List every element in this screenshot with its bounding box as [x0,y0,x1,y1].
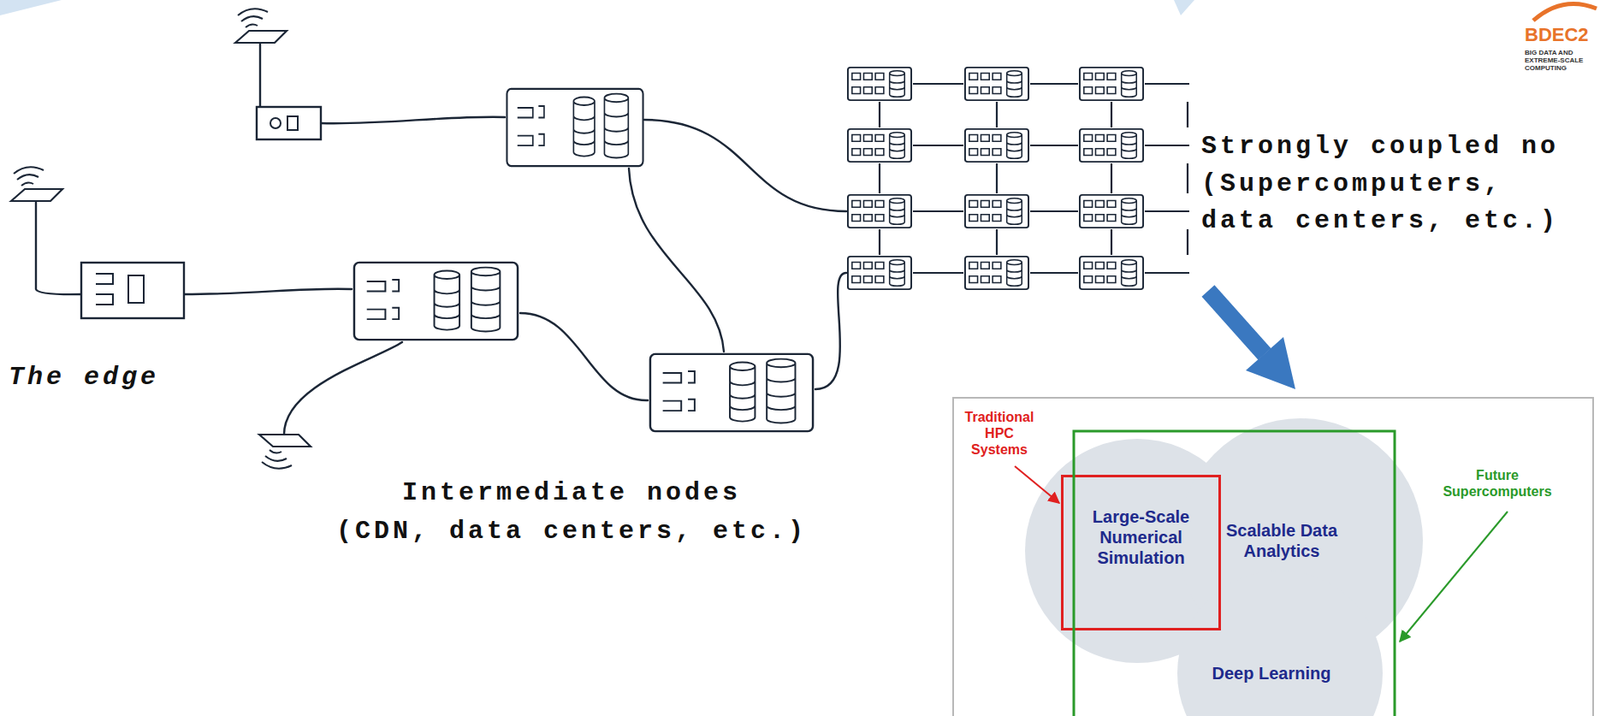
intermediate-node [506,88,643,166]
edge-icon [270,118,281,129]
callout-label: Traditional HPC Systems [956,408,1043,459]
compute-node [965,256,1029,290]
interconnect-link [1144,210,1190,213]
category-box: Large-Scale Numerical Simulation [1060,474,1221,631]
interconnect-link [912,144,964,147]
edge-box [256,106,321,140]
interconnect-link [1030,272,1079,274]
wire [284,342,403,435]
intermediate-node [650,354,813,432]
tier-label: The edge [8,359,197,398]
edge-device [11,166,63,202]
tier-label: (CDN, data centers, etc.) [314,513,829,552]
slide-corner [1173,0,1195,16]
wire [628,168,724,352]
edge-icon [95,273,144,305]
supercomputer-grid [847,67,1190,290]
interconnect-link [1144,272,1190,274]
compute-node [847,67,912,101]
logo-swoosh [1533,3,1597,21]
compute-node [965,67,1029,101]
compute-node [1079,67,1144,101]
interconnect-link [1110,229,1113,255]
interconnect-link [1186,229,1189,255]
wire [183,289,352,295]
slide-corner [0,0,62,16]
edge-device [259,434,311,469]
interconnect-link [912,82,964,85]
interconnect-link [1186,101,1189,128]
wire [815,272,847,390]
node-text: Scalable Data Analytics [1213,520,1351,562]
edge-box [81,262,184,319]
compute-node [847,195,912,228]
tier-label: Strongly coupled no (Supercomputers, dat… [1201,128,1583,241]
leader-arrow [1014,466,1060,504]
wire [35,201,82,295]
wire [320,117,505,124]
edge-icon [287,116,298,131]
venn-circle: Deep Learning [1177,570,1383,716]
compute-node [1079,129,1144,162]
compute-node [965,195,1029,228]
logo-subtitle: BIG DATA AND EXTREME-SCALE COMPUTING [1524,49,1597,72]
big-arrow-head [1245,337,1296,390]
node-text: Large-Scale Numerical Simulation [1066,506,1216,569]
node-text: Deep Learning [1202,663,1340,684]
edge-device [235,8,287,43]
compute-node [847,129,912,162]
interconnect-link [1144,82,1190,85]
compute-node [965,129,1029,162]
wire [644,119,847,212]
interconnect-link [1030,82,1079,85]
interconnect-link [1110,163,1113,194]
interconnect-link [912,210,964,213]
wire [520,313,648,401]
tier-label: Intermediate nodes [314,474,829,513]
interconnect-link [995,101,998,128]
interconnect-link [1030,210,1079,213]
circle-shape [1177,570,1383,716]
interconnect-link [995,163,998,194]
interconnect-link [1110,101,1113,128]
interconnect-link [878,229,881,255]
inset-frame [953,397,1594,716]
wire [259,42,261,107]
interconnect-link [995,229,998,255]
interconnect-link [912,272,964,274]
callout-label: Future Supercomputers [1437,467,1558,500]
logo-title: BDEC2 [1524,25,1597,45]
big-arrow-shaft [1208,290,1265,355]
compute-node [847,256,912,290]
interconnect-link [1030,144,1079,147]
interconnect-link [1186,163,1189,194]
interconnect-link [1144,144,1190,147]
circle-fill [1177,570,1383,716]
compute-node [1079,195,1144,228]
compute-node [1079,256,1144,290]
interconnect-link [878,163,881,194]
interconnect-link [878,101,881,128]
intermediate-node [354,262,518,340]
